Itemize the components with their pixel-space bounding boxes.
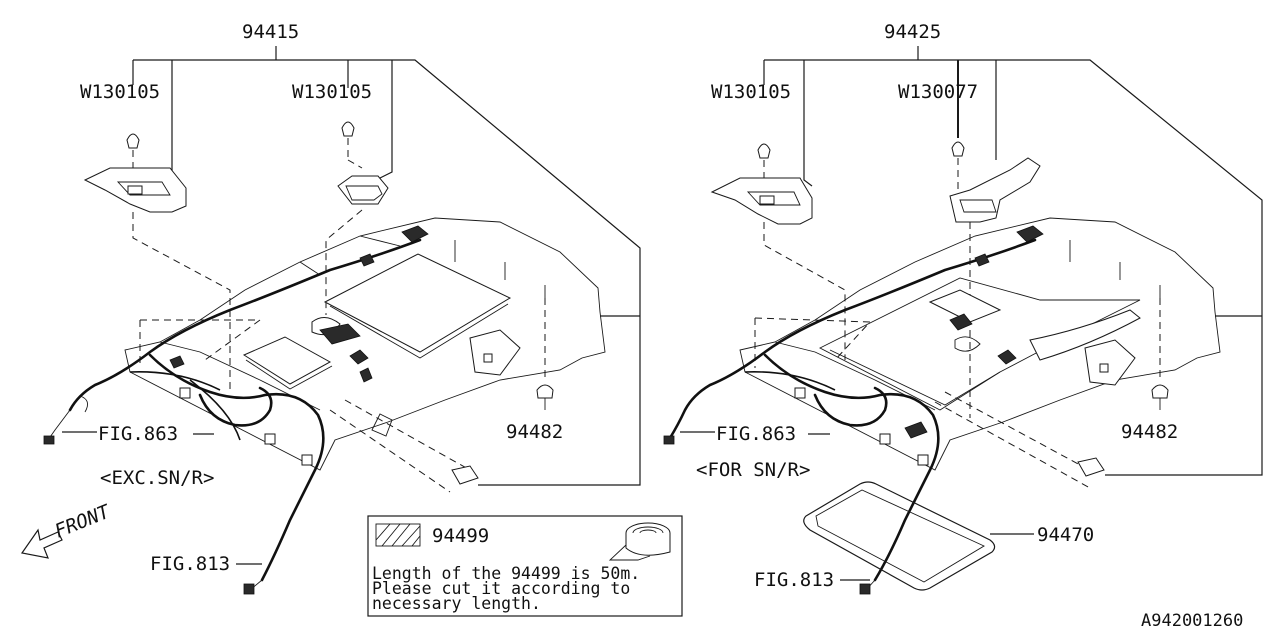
front-label: FRONT [52, 500, 115, 542]
right-fig-harness: FIG.863 [716, 423, 796, 445]
right-clip-label-1: W130105 [711, 81, 791, 103]
connector-icon [451, 465, 479, 485]
clip-icon [757, 141, 965, 159]
headliner-left [124, 217, 606, 471]
drawing-id: A942001260 [1141, 611, 1243, 631]
tape-note-line3: necessary length. [372, 594, 541, 613]
left-part-number: 94415 [242, 21, 299, 43]
clip-icon [126, 121, 355, 149]
grommet-icon [536, 384, 554, 410]
front-arrow: FRONT [20, 500, 115, 559]
bracket-icon [710, 157, 1041, 225]
wiring-harness-left [43, 225, 429, 595]
left-fig-roof: FIG.813 [150, 553, 230, 575]
headliner-right [739, 217, 1221, 471]
left-clip-label-1: W130105 [80, 81, 160, 103]
left-fig-harness: FIG.863 [98, 423, 178, 445]
wiring-harness-right [663, 225, 1044, 595]
left-variant: <EXC.SN/R> [100, 467, 214, 489]
sunroof-seal [803, 481, 996, 591]
grommet-icon [1151, 384, 1169, 410]
right-part-number: 94425 [884, 21, 941, 43]
tape-roll-icon [608, 522, 671, 561]
hatch-swatch [375, 523, 421, 547]
tape-note-line2: Please cut it according to [372, 579, 630, 598]
right-variant: <FOR SN/R> [696, 459, 810, 481]
right-assembly: 94425 W130105 W130077 [663, 21, 1263, 595]
right-fig-roof: FIG.813 [754, 569, 834, 591]
tape-note-box: 94499 Length of the 94499 is 50m. Please… [367, 515, 683, 617]
right-clip-label-2: W130077 [898, 81, 978, 103]
seal-label: 94470 [1037, 524, 1094, 546]
tape-note-line1: Length of the 94499 is 50m. [372, 564, 640, 583]
left-grommet-label: 94482 [506, 421, 563, 443]
connector-icon [1077, 457, 1105, 477]
left-assembly: 94415 W130105 W130105 [43, 21, 641, 595]
left-clip-label-2: W130105 [292, 81, 372, 103]
tape-part-number: 94499 [432, 525, 489, 547]
right-grommet-label: 94482 [1121, 421, 1178, 443]
bracket-icon [83, 167, 389, 213]
